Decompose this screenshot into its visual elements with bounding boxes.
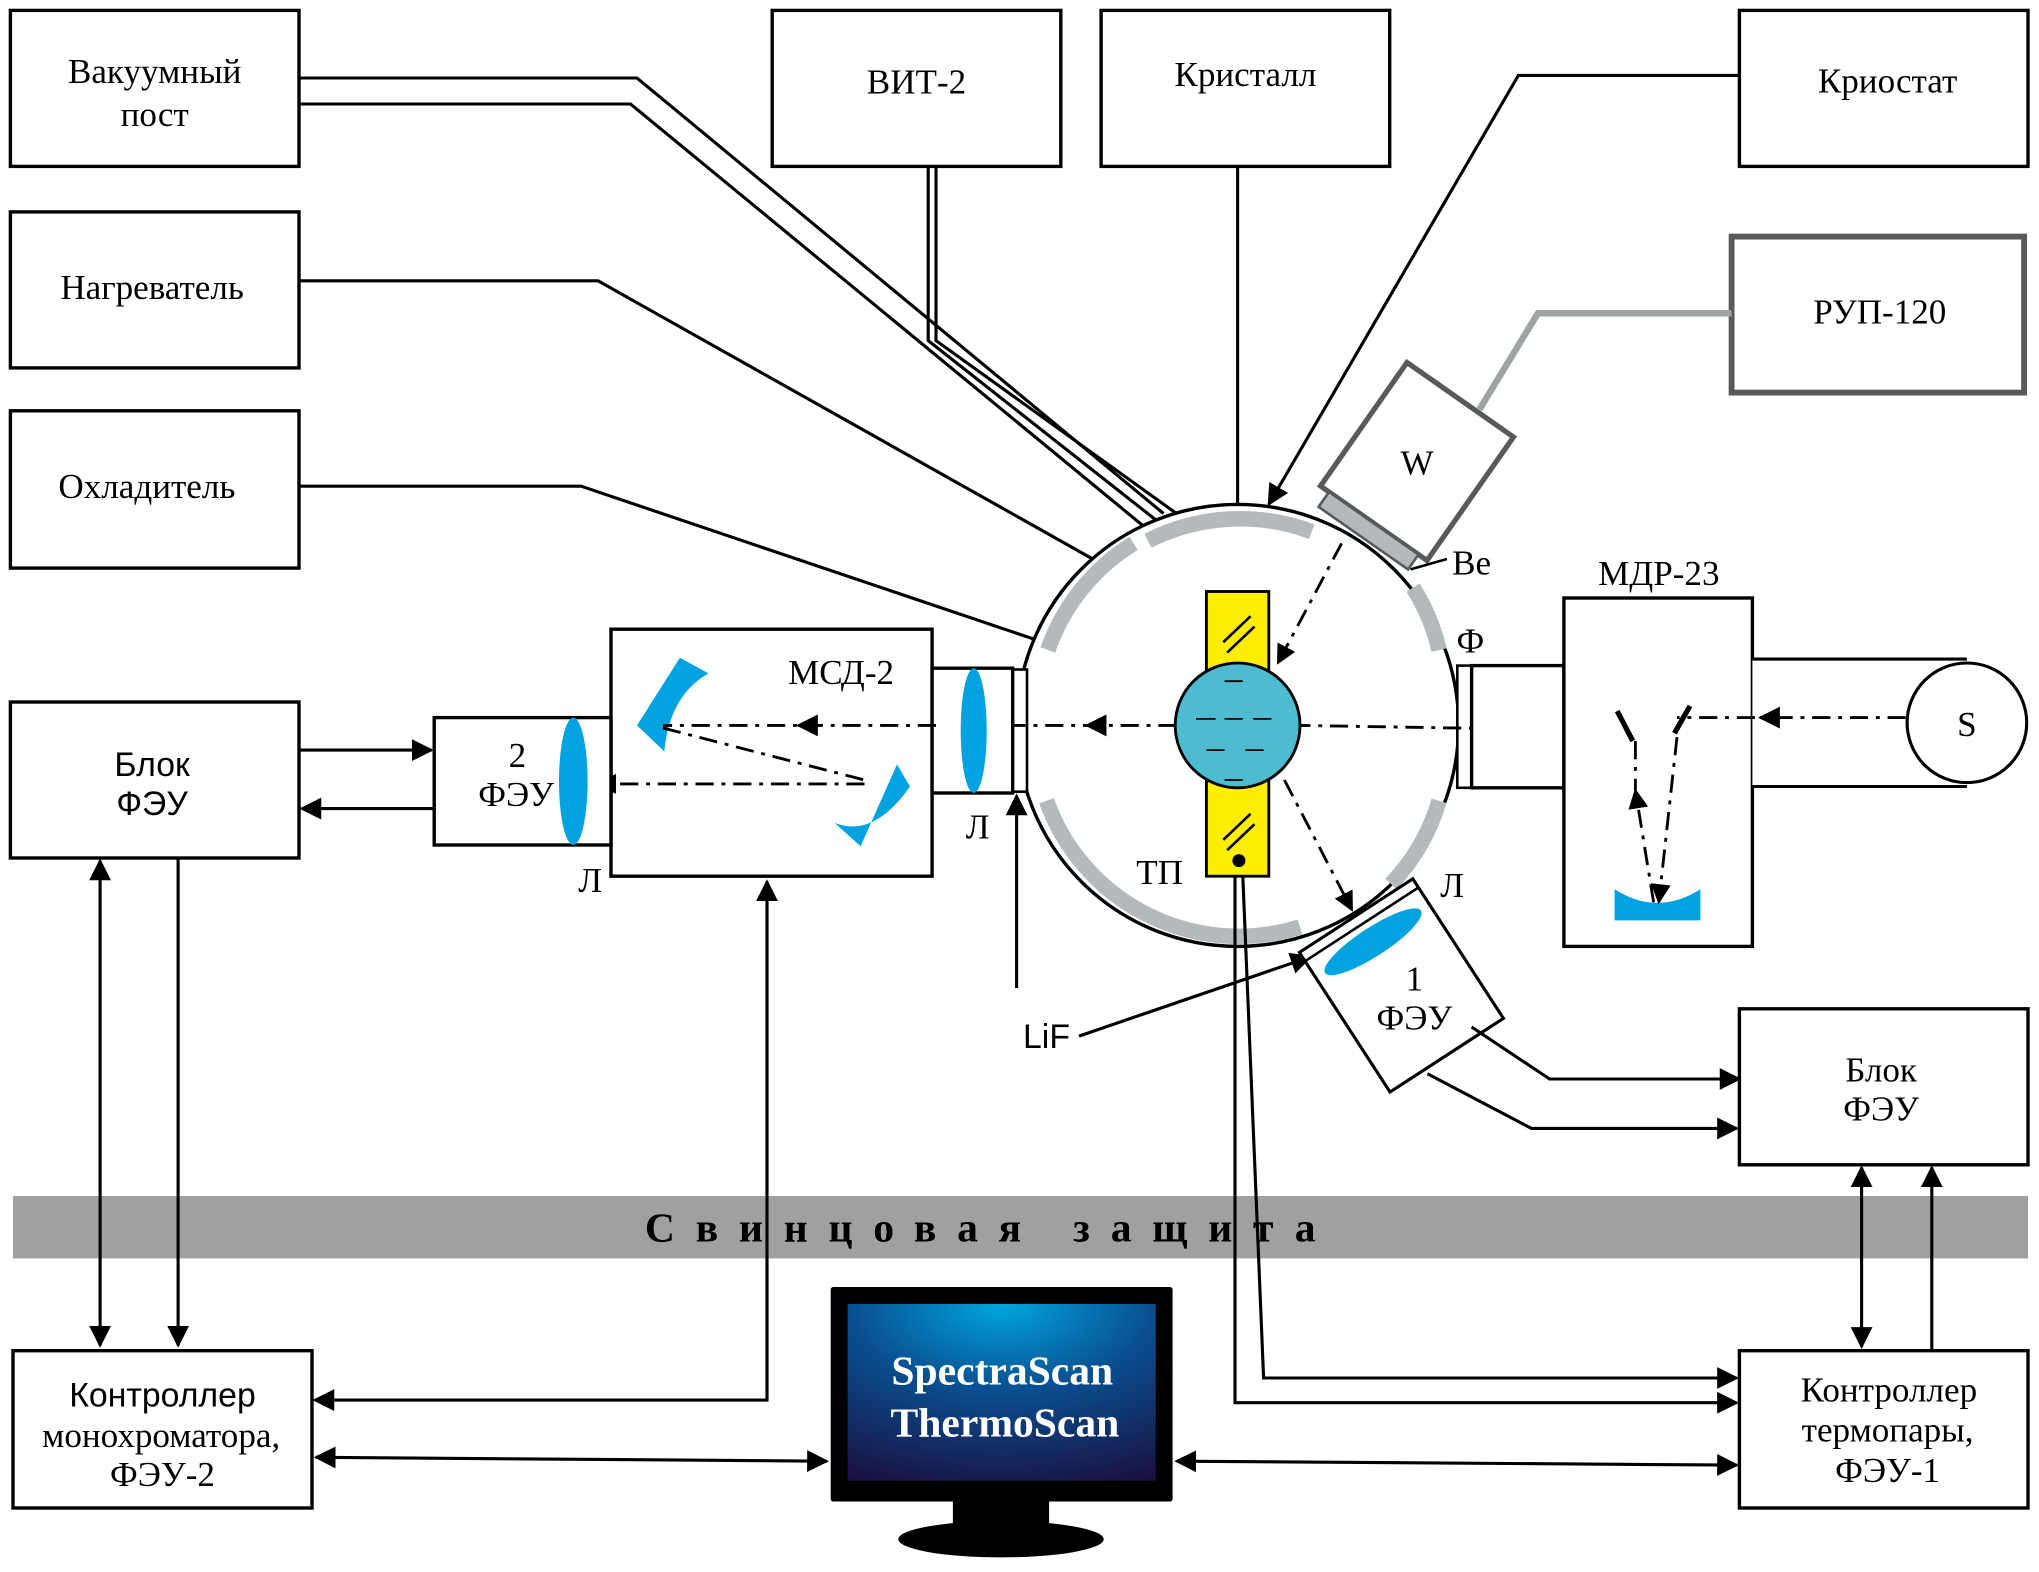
heater-arrow [298,279,1206,623]
pmt2-label: ФЭУ [478,775,554,814]
monitor-text-spectrascan: SpectraScan [891,1347,1113,1393]
vacuum-post-label-1: Вакуумный [68,52,241,91]
luminescence-beam-pmt1 [1283,779,1354,912]
mono-controller-label-2: монохроматора, [42,1416,280,1455]
pmt-block-right-label-1: Блок [1845,1051,1918,1090]
be-window-label: Be [1452,544,1491,583]
filter-port-right: Ф [1455,622,1484,790]
cooler-block: Охладитель [8,409,301,570]
thermocouple-label: ТП [1136,853,1183,892]
pmt2-lens [559,717,588,845]
vacuum-line [298,76,1165,528]
msd-mirror-2 [834,764,910,847]
lead-shield-label: Свинцовая защита [645,1205,1336,1251]
source-label: S [1957,705,1977,744]
be-leader [1410,557,1448,571]
thermo-controller-label-2: термопары, [1802,1411,1974,1450]
vit2-label: ВИТ-2 [867,63,966,102]
msd2-monochromator: МСД-2 Л [609,627,1015,878]
filter-label: Ф [1456,622,1484,661]
heater-block: Нагреватель [8,210,301,370]
thermocouple-link-1 [1233,876,1739,1414]
msd-controller-link [312,879,778,1412]
vacuum-post-block: Вакуумный пост [8,8,301,169]
heater-label: Нагреватель [60,268,244,307]
cryostat-label: Криостат [1818,61,1957,100]
mono-controller-block: Контроллер монохроматора, ФЭУ-2 [11,1349,314,1510]
computer-monitor: SpectraScan ThermoScan [830,1287,1173,1558]
pmt1-lens [1324,908,1422,976]
pmt2-lens-label: Л [578,861,602,900]
lead-shield: Свинцовая защита [13,1196,2028,1259]
xray-tube-label: W [1400,443,1434,482]
msd-lens-label: Л [966,807,990,846]
pmt2: 2 ФЭУ Л [432,715,613,900]
lif-port-left [1011,668,1029,793]
monitor-screen [847,1303,1156,1481]
msd-beam-2 [662,726,865,782]
thermocouple-link-2 [1241,876,1739,1389]
lif-leader-right [1078,952,1313,1038]
thermo-controller-block: Контроллер термопары, ФЭУ-1 [1737,1349,2030,1510]
vacuum-post-label-2: пост [121,95,189,134]
mono-controller-label-3: ФЭУ-2 [110,1455,215,1494]
mdr23-label: МДР-23 [1598,554,1719,593]
cryostat-block: Криостат [1737,8,2030,169]
vit2-block: ВИТ-2 [770,8,1063,169]
cryostat-arrow [1267,73,1740,507]
pmt-block-right-label-2: ФЭУ [1843,1090,1919,1129]
pmt1-label: ФЭУ [1377,999,1453,1038]
thermo-controller-label-3: ФЭУ-1 [1835,1451,1940,1490]
msd-mirror-1 [637,657,709,752]
thermo-controller-pc-link [1174,1450,1739,1476]
pmt1-number: 1 [1406,960,1424,999]
cooler-arrow [298,484,1176,691]
pmt1-signal-line-2 [1426,1072,1739,1140]
pmt-block-left-label-2: ФЭУ [116,785,188,823]
mdr23-monochromator: МДР-23 [1469,554,1755,949]
mdr-grating [1614,889,1701,921]
thermo-controller-label-1: Контроллер [1801,1370,1977,1409]
pmt1: 1 ФЭУ [1297,876,1506,1095]
vit2-line [926,166,1178,526]
pmt-block-left: Блок ФЭУ [8,700,301,860]
msd-lens [960,668,987,793]
rup120-cable [1476,310,1732,412]
thermocouple-junction [1232,854,1246,868]
pmt-block-left-label-1: Блок [114,746,190,784]
msd2-label: МСД-2 [788,653,894,692]
mono-controller-label-1: Контроллер [69,1377,256,1415]
xray-tube: W [1316,358,1518,572]
pmt-block-right: Блок ФЭУ [1737,1007,2030,1167]
pmt2-number: 2 [509,736,527,775]
crystal-label: Кристалл [1174,55,1316,94]
mono-controller-pc-link [313,1446,829,1472]
light-source: S [1752,657,2029,789]
crystal-block: Кристалл [1099,8,1392,169]
lif-label: LiF [1023,1018,1070,1056]
rup120-block: РУП-120 [1728,233,2028,396]
crystal-sample [1173,661,1302,790]
pmt1-lens-label: Л [1440,866,1464,905]
pmt1-signal-line-1 [1470,1025,1742,1090]
rup120-label: РУП-120 [1813,293,1946,332]
cooler-label: Охладитель [58,467,235,506]
monitor-text-thermoscan: ThermoScan [891,1399,1120,1445]
